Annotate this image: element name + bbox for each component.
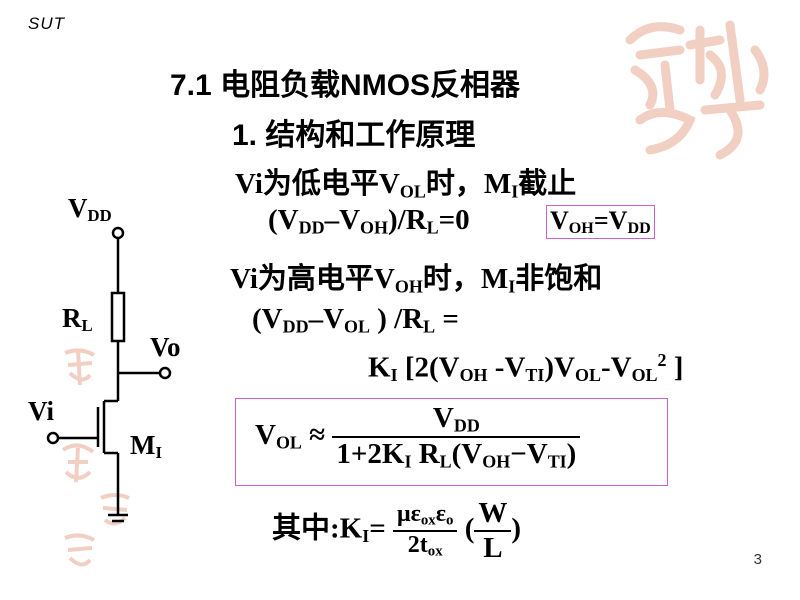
case2-ki-expression: KI [2(VOH -VTI)VOL-VOL2 ] <box>368 350 684 386</box>
seal-watermark-small-2 <box>61 443 95 483</box>
seal-watermark-small-1 <box>64 348 95 386</box>
section-subtitle: 1. 结构和工作原理 <box>232 119 476 152</box>
vol-fraction: VDD 1+2KI RL(VOH−VTI) <box>332 402 581 473</box>
case1-equation: (VDD–VOH)/RL=0 <box>268 204 470 238</box>
seal-watermark-small-4 <box>64 533 95 567</box>
ki-denominator: 2tox <box>407 532 443 560</box>
vi-label: Vi <box>28 396 54 426</box>
load-resistor <box>110 291 126 343</box>
case1-condition: Vi为低电平VOL时，MI截止 <box>235 168 577 202</box>
case2-condition: Vi为高电平VOH时，MI非饱和 <box>230 263 603 297</box>
rl-label: RL <box>62 303 93 336</box>
case2-equation: (VDD–VOL ) /RL = <box>252 303 459 337</box>
vo-label: Vo <box>150 332 181 362</box>
vdd-terminal <box>111 226 125 240</box>
ki-numerator: μεoxεo <box>393 501 458 532</box>
page-number: 3 <box>753 551 762 568</box>
seal-watermark-small-3 <box>100 493 130 526</box>
vol-formula: VOL ≈ VDD 1+2KI RL(VOH−VTI) <box>255 402 581 473</box>
title-number: 7.1 <box>170 69 212 102</box>
header-logo: SUT <box>28 14 65 33</box>
vol-denominator: 1+2KI RL(VOH−VTI) <box>336 438 577 472</box>
ki-formula: 其中:KI= μεoxεo 2tox ( W L ) <box>272 497 522 565</box>
vdd-label: VDD <box>68 193 112 226</box>
vol-numerator: VDD <box>332 402 581 439</box>
circuit-diagram <box>46 226 172 523</box>
vol-formula-box <box>235 398 668 486</box>
vo-terminal <box>158 366 172 380</box>
voh-result-box: VOH=VDD <box>546 205 655 240</box>
ki-fraction: μεoxεo 2tox <box>393 501 458 560</box>
seal-watermark-large <box>625 20 769 160</box>
mi-label: MI <box>130 430 162 463</box>
page-title: 7.1 电阻负载NMOS反相器 <box>170 60 520 104</box>
vi-terminal <box>46 431 60 445</box>
wl-fraction: W L <box>474 497 512 565</box>
title-text: 电阻负载NMOS反相器 <box>220 69 521 102</box>
